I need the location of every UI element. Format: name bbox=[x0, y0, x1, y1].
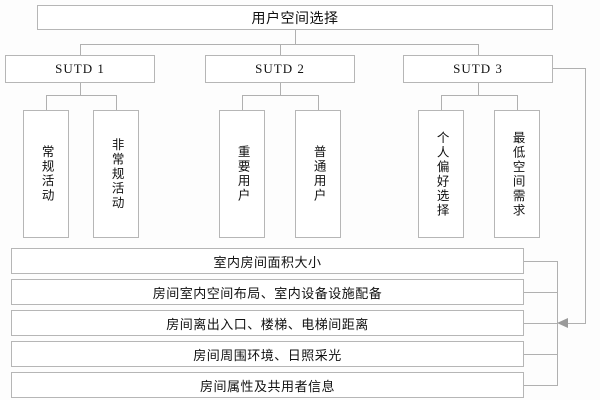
leaf-node-regular-activity: 常规活动 bbox=[23, 110, 69, 238]
connector-sutd2-drop bbox=[280, 83, 281, 95]
connector-attr1-stub bbox=[524, 292, 557, 293]
leaf-node-personal-preference: 个人偏好选择 bbox=[418, 110, 464, 238]
leaf-node-important-user: 重要用户 bbox=[219, 110, 265, 238]
connector-root-to-sutd1 bbox=[80, 44, 81, 55]
connector-sutd1-bus bbox=[46, 95, 116, 96]
connector-root-drop bbox=[295, 30, 296, 44]
attribute-bar-room-attributes-label: 房间属性及共用者信息 bbox=[199, 378, 335, 394]
sutd-node-2-label: SUTD 2 bbox=[255, 61, 305, 76]
leaf-node-personal-preference-label: 个人偏好选择 bbox=[434, 130, 449, 218]
connector-sutd1-to-leaf0 bbox=[46, 95, 47, 110]
sutd-node-1: SUTD 1 bbox=[5, 55, 155, 83]
attribute-bar-room-attributes: 房间属性及共用者信息 bbox=[11, 372, 524, 398]
leaf-node-irregular-activity-label: 非常规活动 bbox=[109, 137, 124, 211]
connector-sutd2-to-leaf2 bbox=[242, 95, 243, 110]
sutd-node-3: SUTD 3 bbox=[403, 55, 553, 83]
attribute-bar-interior-layout: 房间室内空间布局、室内设备设施配备 bbox=[11, 279, 524, 305]
connector-sutd2-bus bbox=[242, 95, 318, 96]
connector-sutd3-feedback-right bbox=[585, 68, 586, 323]
attribute-bar-distance-to-exit: 房间离出入口、楼梯、电梯间距离 bbox=[11, 310, 524, 336]
connector-attr4-stub bbox=[524, 385, 557, 386]
attribute-bar-distance-to-exit-label: 房间离出入口、楼梯、电梯间距离 bbox=[166, 316, 369, 332]
connector-root-to-sutd3 bbox=[478, 44, 479, 55]
connector-sutd3-to-leaf4 bbox=[441, 95, 442, 110]
feedback-arrow-icon bbox=[557, 318, 568, 328]
connector-sutd1-drop bbox=[80, 83, 81, 95]
connector-attr2-stub bbox=[524, 323, 557, 324]
connector-root-bus bbox=[80, 44, 479, 45]
connector-sutd3-to-leaf5 bbox=[517, 95, 518, 110]
connector-root-to-sutd2 bbox=[280, 44, 281, 55]
leaf-node-ordinary-user-label: 普通用户 bbox=[311, 145, 326, 203]
connector-sutd3-bus bbox=[441, 95, 517, 96]
connector-sutd2-to-leaf3 bbox=[318, 95, 319, 110]
connector-sutd3-feedback-bottom bbox=[568, 323, 586, 324]
attribute-bar-room-area-label: 室内房间面积大小 bbox=[213, 254, 322, 270]
connector-sutd3-drop bbox=[478, 83, 479, 95]
leaf-node-regular-activity-label: 常规活动 bbox=[39, 145, 54, 203]
leaf-node-ordinary-user: 普通用户 bbox=[295, 110, 341, 238]
sutd-node-3-label: SUTD 3 bbox=[453, 61, 503, 76]
connector-attr0-stub bbox=[524, 261, 557, 262]
leaf-node-irregular-activity: 非常规活动 bbox=[93, 110, 139, 238]
attribute-bar-surrounding-environment: 房间周围环境、日照采光 bbox=[11, 341, 524, 367]
connector-sutd3-feedback-top bbox=[553, 68, 586, 69]
attribute-bar-interior-layout-label: 房间室内空间布局、室内设备设施配备 bbox=[152, 285, 383, 301]
leaf-node-minimum-space-demand: 最低空间需求 bbox=[494, 110, 540, 238]
attribute-bar-surrounding-environment-label: 房间周围环境、日照采光 bbox=[193, 347, 342, 363]
connector-sutd1-to-leaf1 bbox=[116, 95, 117, 110]
leaf-node-important-user-label: 重要用户 bbox=[235, 145, 250, 203]
connector-attr3-stub bbox=[524, 354, 557, 355]
root-node-label: 用户空间选择 bbox=[251, 9, 339, 26]
sutd-node-1-label: SUTD 1 bbox=[55, 61, 105, 76]
root-node-user-space-selection: 用户空间选择 bbox=[37, 5, 553, 30]
sutd-node-2: SUTD 2 bbox=[205, 55, 355, 83]
attribute-bar-room-area: 室内房间面积大小 bbox=[11, 248, 524, 274]
leaf-node-minimum-space-demand-label: 最低空间需求 bbox=[510, 130, 525, 218]
